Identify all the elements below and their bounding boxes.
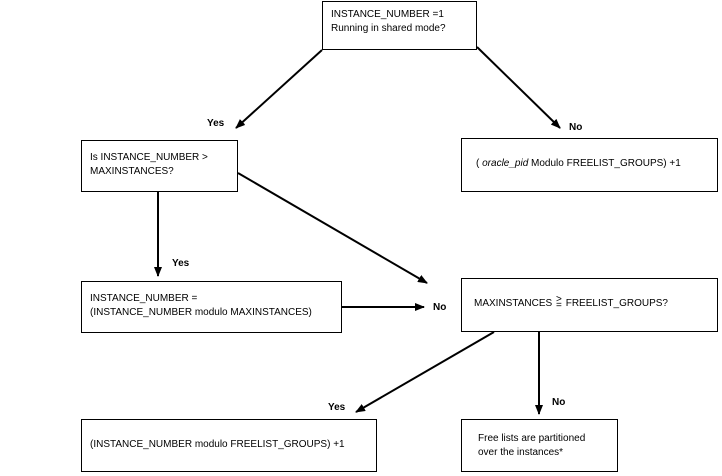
oracle-pid-rest: Modulo FREELIST_GROUPS) +1	[528, 158, 681, 169]
start-decision-box: INSTANCE_NUMBER =1 Running in shared mod…	[322, 1, 477, 50]
instance-modulo-box: INSTANCE_NUMBER = (INSTANCE_NUMBER modul…	[81, 281, 342, 333]
oracle-pid-variable: oracle_pid	[482, 158, 529, 169]
max-vs-groups-box: MAXINSTANCES >= FREELIST_GROUPS?	[461, 278, 718, 332]
greater-equal-symbol: >=	[555, 294, 563, 311]
max-right-text: FREELIST_GROUPS?	[562, 298, 668, 309]
partitioned-line-2: over the instances*	[478, 447, 564, 458]
arrow-check-to-no	[237, 172, 428, 284]
edge-label-no-3: No	[552, 397, 566, 408]
check-line-1: Is INSTANCE_NUMBER >	[90, 152, 208, 163]
edge-label-no-1: No	[569, 122, 583, 133]
edge-label-yes-1: Yes	[207, 118, 225, 129]
start-line-1: INSTANCE_NUMBER =1	[331, 9, 444, 20]
partitioned-line-1: Free lists are partitioned	[478, 433, 586, 444]
instance-mod-groups-text: (INSTANCE_NUMBER modulo FREELIST_GROUPS)…	[90, 439, 345, 450]
greater-than-mark: >	[556, 294, 562, 305]
instance-mod-line-1: INSTANCE_NUMBER =	[90, 293, 198, 304]
arrow-start-to-yes	[235, 49, 323, 129]
oracle-pid-open: (	[476, 158, 483, 169]
edge-label-yes-3: Yes	[328, 402, 346, 413]
oracle-pid-result-box: ( oracle_pid Modulo FREELIST_GROUPS) +1	[461, 138, 718, 192]
oracle-pid-formula: ( oracle_pid Modulo FREELIST_GROUPS) +1	[476, 157, 709, 171]
start-line-2: Running in shared mode?	[331, 23, 446, 34]
arrow-max-to-yes	[355, 331, 495, 413]
check-maxinstances-box: Is INSTANCE_NUMBER > MAXINSTANCES?	[81, 140, 238, 192]
edge-label-yes-2: Yes	[172, 258, 190, 269]
equals-underline-mark: =	[556, 300, 562, 311]
instance-modulo-groups-box: (INSTANCE_NUMBER modulo FREELIST_GROUPS)…	[81, 419, 377, 472]
arrow-start-to-no	[476, 46, 561, 129]
partitioned-box: Free lists are partitioned over the inst…	[461, 419, 618, 472]
edge-label-no-2: No	[433, 302, 447, 313]
max-vs-groups-text: MAXINSTANCES >= FREELIST_GROUPS?	[474, 294, 709, 311]
check-line-2: MAXINSTANCES?	[90, 166, 174, 177]
instance-mod-line-2: (INSTANCE_NUMBER modulo MAXINSTANCES)	[90, 307, 312, 318]
max-left-text: MAXINSTANCES	[474, 298, 555, 309]
